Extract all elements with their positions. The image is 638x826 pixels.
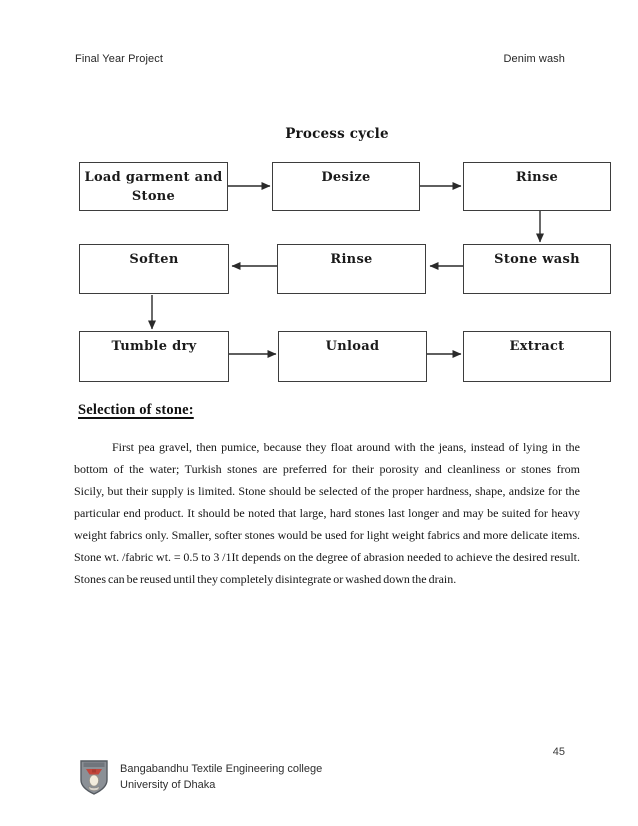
paragraph-line: weight fabrics only. Smaller, softer sto… [74,528,580,542]
footer-institution: Bangabandhu Textile Engineering college … [120,761,322,793]
flow-box-soften: Soften [79,244,229,294]
header-right-text: Denim wash [503,53,565,65]
body-paragraph: First pea gravel, then pumice, because t… [74,436,580,590]
header-left-text: Final Year Project [75,53,164,65]
paragraph-line: particular end product. It should be not… [74,506,580,520]
flow-box-rinse-2: Rinse [277,244,426,294]
footer-institution-line2: University of Dhaka [120,779,216,791]
flow-box-extract: Extract [463,331,611,382]
crest-logo-icon [80,760,108,795]
flow-box-stone-wash: Stone wash [463,244,611,294]
flow-box-rinse-1: Rinse [463,162,611,211]
paragraph-line: Sicily, but their supply is limited. Sto… [74,484,580,498]
flow-box-load-garment-and-stone: Load garment and Stone [79,162,228,211]
paragraph-line: bottom of the water; Turkish stones are … [74,462,580,476]
paragraph-line: Stone wt. /fabric wt. = 0.5 to 3 /1It de… [74,550,580,564]
diagram-title: Process cycle [285,126,389,142]
paragraph-line: Stones can be reused until they complete… [74,572,457,586]
footer-institution-line1: Bangabandhu Textile Engineering college [120,763,323,775]
page-number: 45 [552,746,565,758]
flow-box-unload: Unload [278,331,427,382]
flow-box-tumble-dry: Tumble dry [79,331,229,382]
flow-box-desize: Desize [272,162,420,211]
paragraph-line: First pea gravel, then pumice, because t… [112,440,580,454]
section-heading: Selection of stone: [78,402,194,418]
